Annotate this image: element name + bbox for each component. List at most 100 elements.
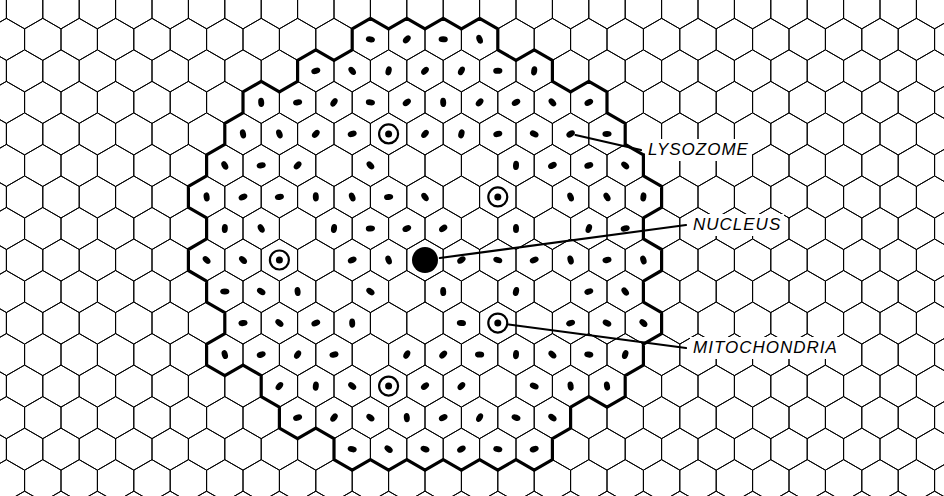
lysosome-dot (292, 413, 302, 421)
lysosome-dot (420, 128, 431, 139)
lysosome-dot (238, 192, 249, 201)
lysosome-dot (310, 128, 321, 139)
mitochondrion-core (494, 320, 501, 327)
lysosome-dot (638, 318, 649, 329)
lysosome-dot (349, 318, 355, 327)
mitochondrion (488, 314, 507, 333)
lysosome-dot (221, 349, 229, 360)
lysosome-dot (238, 255, 249, 266)
lysosome-dot (547, 412, 558, 422)
lysosome-dot (584, 351, 594, 359)
lysosome-dot (401, 97, 412, 107)
lysosome-dot (602, 256, 612, 264)
lysosome-dot (456, 381, 467, 392)
lysosome-dot (531, 66, 538, 76)
part-label: MITOCHONDRIA (690, 337, 841, 359)
organelles (201, 34, 649, 454)
lysosome-dot (620, 160, 631, 171)
lysosome-dot (475, 34, 484, 45)
lysosome-dot (566, 255, 574, 266)
lysosome-dot (258, 98, 265, 108)
part-label: LYSOZOME (645, 139, 752, 161)
lysosome-dot (583, 161, 594, 170)
lysosome-dot (492, 256, 503, 265)
lysosome-dot (201, 255, 212, 266)
lysosome-dot (547, 349, 558, 360)
lysosome-dot (420, 65, 431, 76)
lysosome-dot (567, 381, 574, 391)
lysosome-dot (293, 349, 303, 360)
mitochondrion (488, 187, 507, 206)
lysosome-dot (221, 224, 228, 234)
lysosome-dot (602, 131, 611, 137)
lysosome-dot (220, 289, 229, 295)
lysosome-dot (602, 191, 612, 202)
lysosome-dot (402, 349, 412, 360)
lysosome-dot (547, 97, 558, 108)
lysosome-dot (401, 224, 412, 233)
lysosome-dot (294, 287, 301, 297)
lysosome-dot (384, 255, 393, 266)
lysosome-dot (238, 319, 248, 327)
lysosome-dot (529, 255, 540, 264)
lysosome-dot (365, 160, 376, 171)
lysosome-dot (365, 286, 376, 296)
lysosome-dot (565, 129, 576, 139)
lysosome-dot (274, 318, 285, 329)
lysosome-dot (256, 162, 266, 170)
lysosome-dot (312, 381, 319, 391)
lysosome-dot (457, 320, 467, 327)
lysosome-dot (474, 97, 485, 108)
lysosome-dot (511, 97, 522, 107)
lysosome-dot (347, 255, 358, 264)
lysosome-dot (365, 412, 376, 423)
lysosome-dot (203, 192, 210, 202)
lysosome-dot (440, 98, 446, 108)
lysosome-dot (512, 286, 520, 296)
lysosome-dot (640, 192, 647, 202)
lysosome-dot (256, 350, 267, 359)
lysosome-dot (639, 255, 648, 266)
mitochondrion-core (494, 193, 501, 200)
lysosome-dot (313, 192, 319, 201)
lysosome-dot (347, 130, 358, 139)
lysosome-dot (329, 97, 339, 108)
lysosome-dot (621, 349, 630, 360)
lysosome-dot (513, 350, 520, 360)
lysosome-dot (475, 351, 484, 357)
lysosome-dot (565, 319, 576, 328)
lysosome-dot (403, 413, 410, 423)
lysosome-dot (366, 225, 375, 231)
lysosome-dot (311, 67, 321, 75)
lysosome-dot (420, 191, 430, 202)
lysosome-dot (438, 413, 449, 423)
lysosome-dot (493, 130, 503, 138)
lysosome-dot (456, 444, 467, 454)
lysosome-dot (347, 381, 358, 392)
lysosome-dot (256, 287, 267, 297)
lysosome-dot (513, 224, 519, 233)
mitochondrion-core (276, 257, 283, 264)
lysosome-dot (420, 381, 431, 392)
lysosome-dot (256, 223, 266, 234)
lysosome-dot (365, 36, 375, 44)
lysosome-dot (310, 318, 321, 327)
mitochondrion-core (385, 383, 392, 390)
leader-line (575, 135, 641, 150)
cell-membrane (188, 18, 661, 470)
lysosome-dot (420, 445, 431, 454)
lysosome-dot (603, 381, 611, 391)
lysosome-dot (457, 129, 465, 139)
mitochondrion (379, 124, 398, 143)
lysosome-dot (529, 129, 540, 138)
lysosome-dot (513, 161, 520, 171)
lysosome-dot (620, 286, 630, 297)
lysosome-dot (457, 65, 467, 76)
lysosome-dot (348, 192, 357, 203)
lysosome-dot (293, 99, 303, 107)
lysosome-dot (385, 66, 393, 76)
lysosome-dot (384, 193, 394, 200)
lysosome-dot (220, 160, 230, 171)
